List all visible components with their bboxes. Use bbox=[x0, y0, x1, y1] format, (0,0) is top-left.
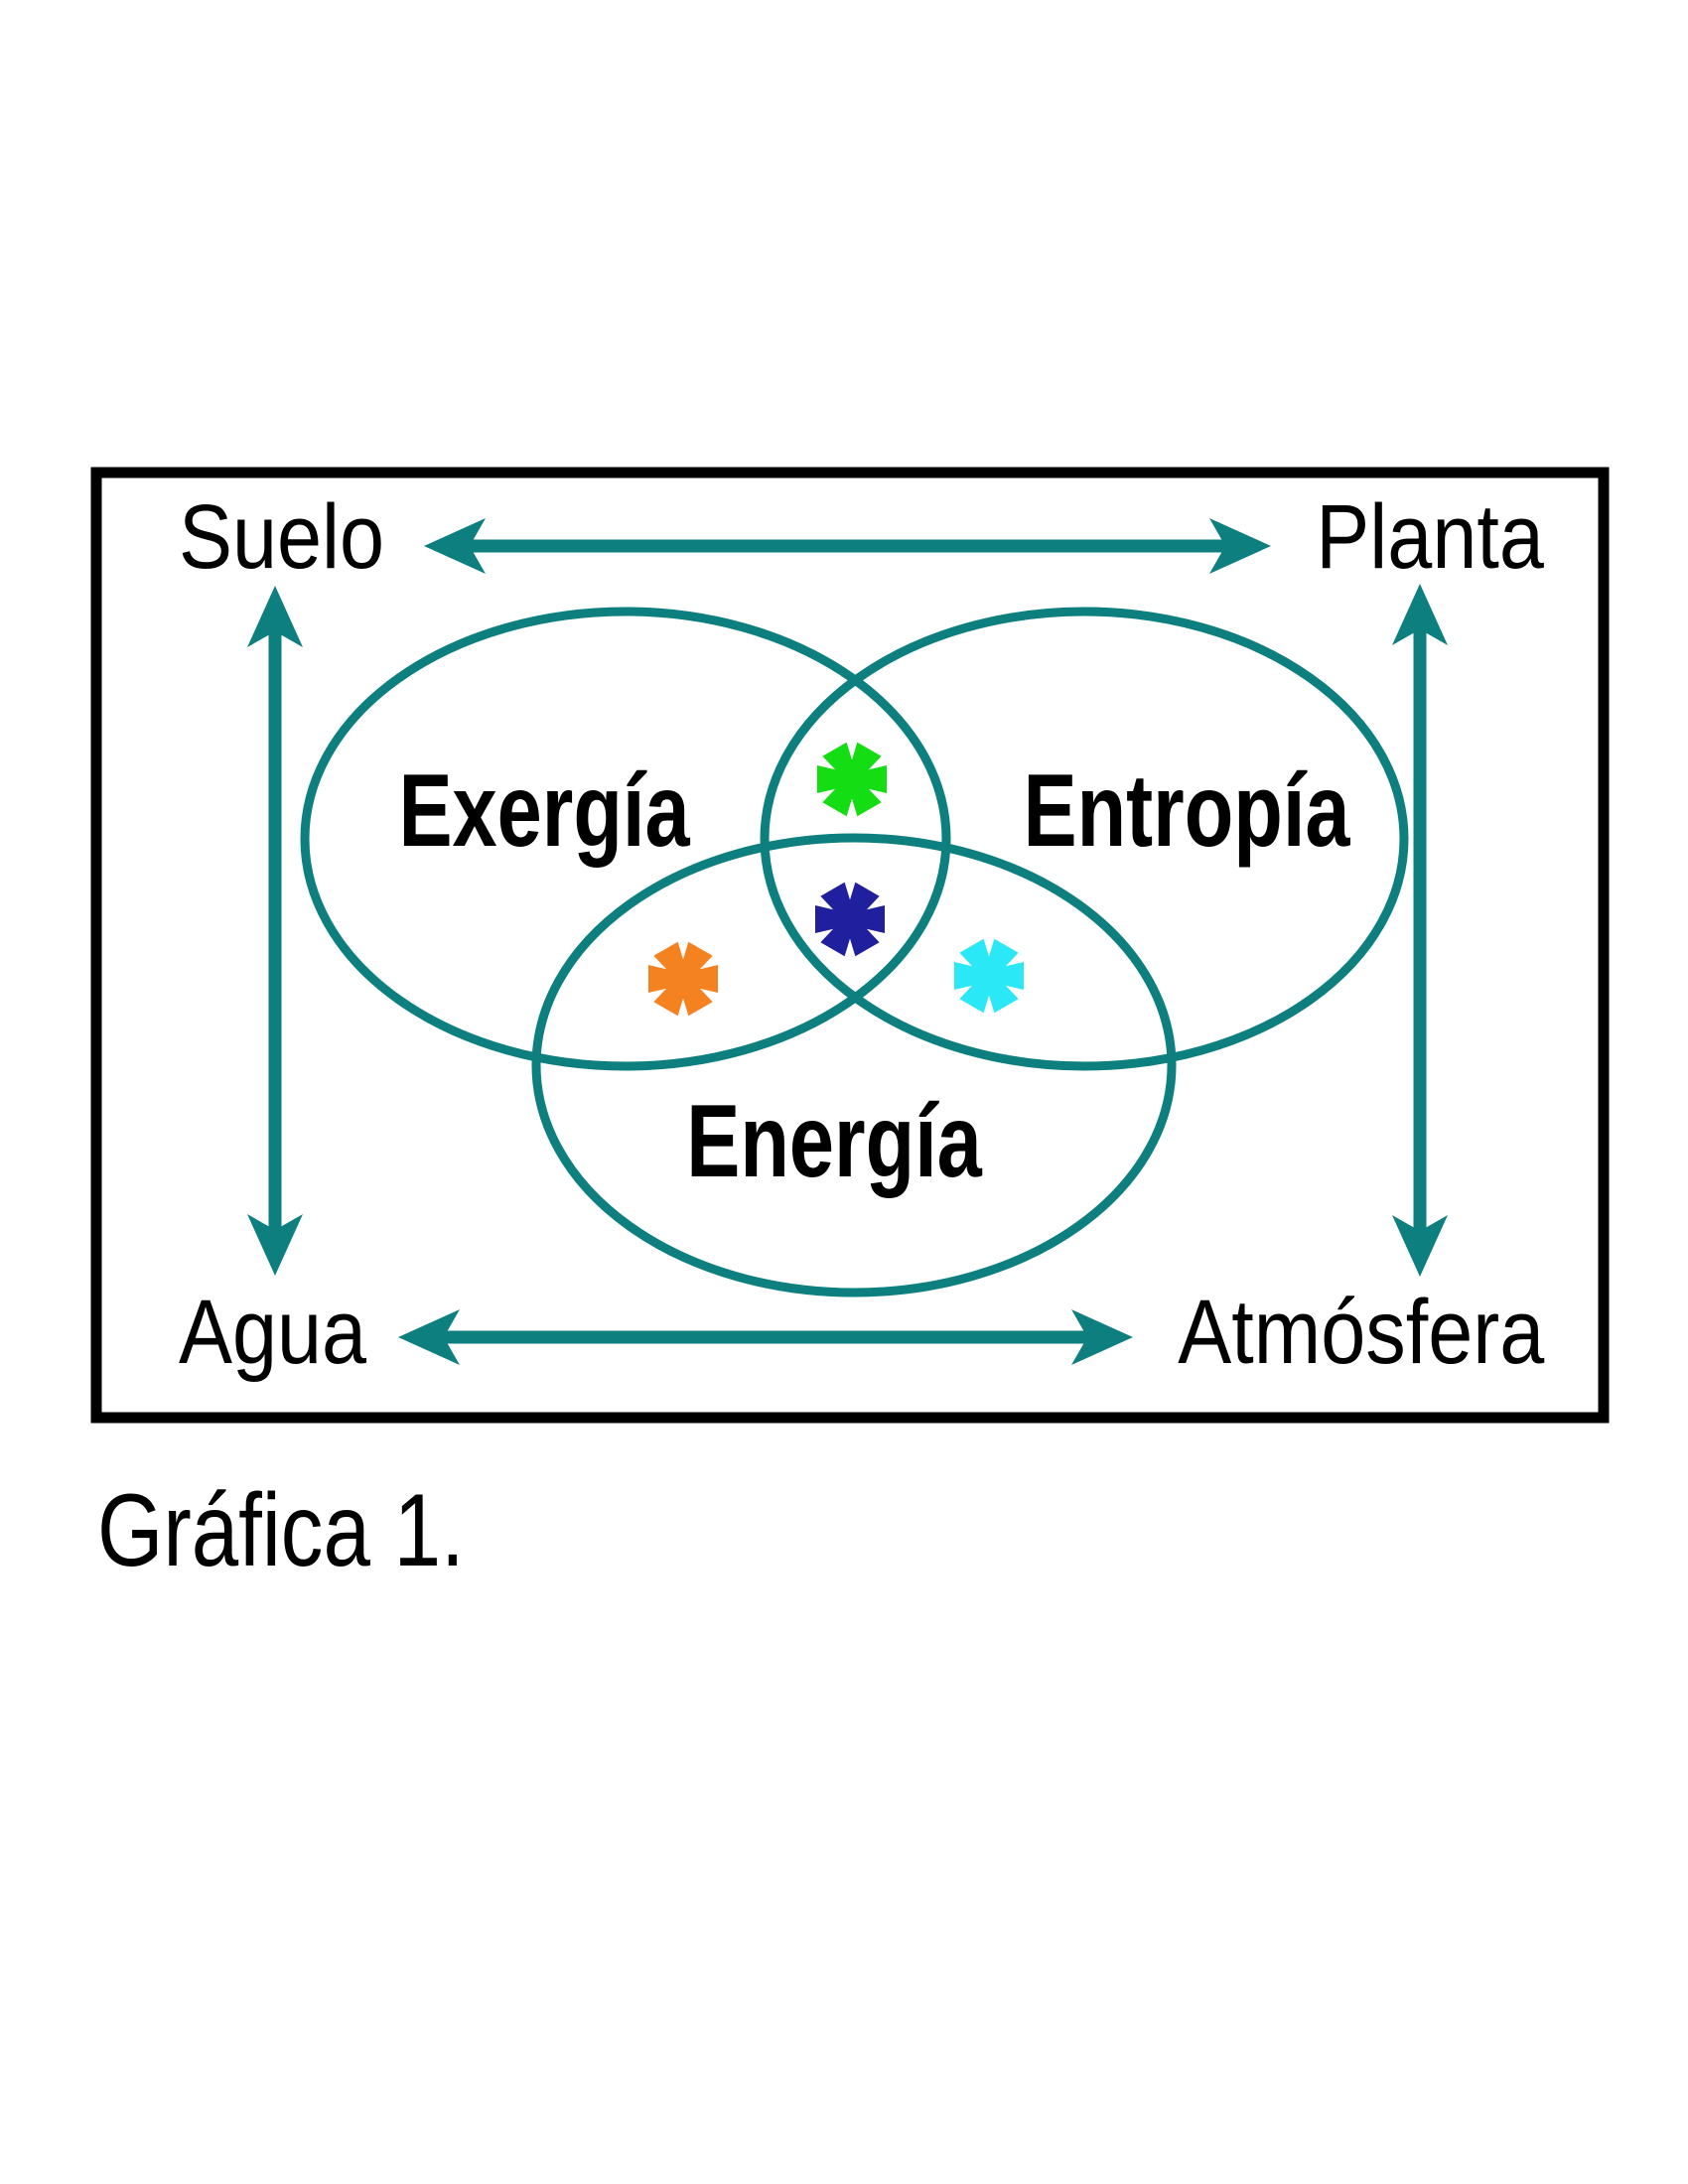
arrowhead-down-icon bbox=[1392, 1215, 1448, 1277]
asterisk-arm bbox=[848, 742, 882, 779]
cyan-asterisk-icon bbox=[954, 938, 1024, 1014]
asterisk-arm bbox=[820, 882, 854, 919]
arrow-suelo-planta bbox=[424, 518, 1271, 574]
asterisk-arm bbox=[846, 882, 880, 919]
flow-arrows bbox=[247, 518, 1448, 1365]
entropia-ellipse bbox=[760, 607, 1409, 1071]
arrowhead-right-icon bbox=[1209, 518, 1271, 574]
asterisk-arm bbox=[820, 919, 854, 957]
arrowhead-right-icon bbox=[1071, 1309, 1133, 1365]
label-exergia: Exergía bbox=[398, 753, 690, 869]
arrowhead-down-icon bbox=[247, 1214, 303, 1276]
label-energia: Energía bbox=[686, 1084, 982, 1199]
orange-asterisk-icon bbox=[648, 941, 718, 1017]
asterisk-arm bbox=[679, 941, 713, 979]
figure-border bbox=[90, 467, 1610, 1424]
asterisk-arm bbox=[959, 976, 993, 1014]
navy-asterisk-icon bbox=[815, 882, 885, 957]
arrowhead-up-icon bbox=[1392, 584, 1448, 645]
arrowhead-left-icon bbox=[424, 518, 486, 574]
asterisk-arm bbox=[822, 779, 856, 817]
asterisk-arm bbox=[653, 979, 687, 1017]
arrowhead-up-icon bbox=[247, 586, 303, 647]
green-asterisk-icon bbox=[817, 742, 887, 817]
arrowhead-left-icon bbox=[398, 1309, 460, 1365]
arrow-planta-atmosfera bbox=[1392, 584, 1448, 1277]
asterisk-arm bbox=[846, 919, 880, 957]
label-atmosfera: Atmósfera bbox=[1178, 1282, 1544, 1383]
region-markers bbox=[648, 742, 1024, 1017]
asterisk-arm bbox=[959, 938, 993, 976]
label-agua: Agua bbox=[179, 1282, 367, 1383]
asterisk-arm bbox=[822, 742, 856, 779]
arrow-suelo-agua bbox=[247, 586, 303, 1276]
label-entropia: Entropía bbox=[1023, 753, 1350, 869]
asterisk-arm bbox=[653, 941, 687, 979]
figure-caption: Gráfica 1. bbox=[97, 1473, 465, 1588]
energia-ellipse bbox=[531, 833, 1177, 1297]
label-suelo: Suelo bbox=[179, 486, 385, 588]
arrow-agua-atmosfera bbox=[398, 1309, 1133, 1365]
asterisk-arm bbox=[985, 938, 1019, 976]
exergia-ellipse bbox=[300, 607, 951, 1071]
asterisk-arm bbox=[848, 779, 882, 817]
label-planta: Planta bbox=[1316, 486, 1544, 588]
venn-ellipses bbox=[300, 607, 1409, 1297]
asterisk-arm bbox=[985, 976, 1019, 1014]
asterisk-arm bbox=[679, 979, 713, 1017]
